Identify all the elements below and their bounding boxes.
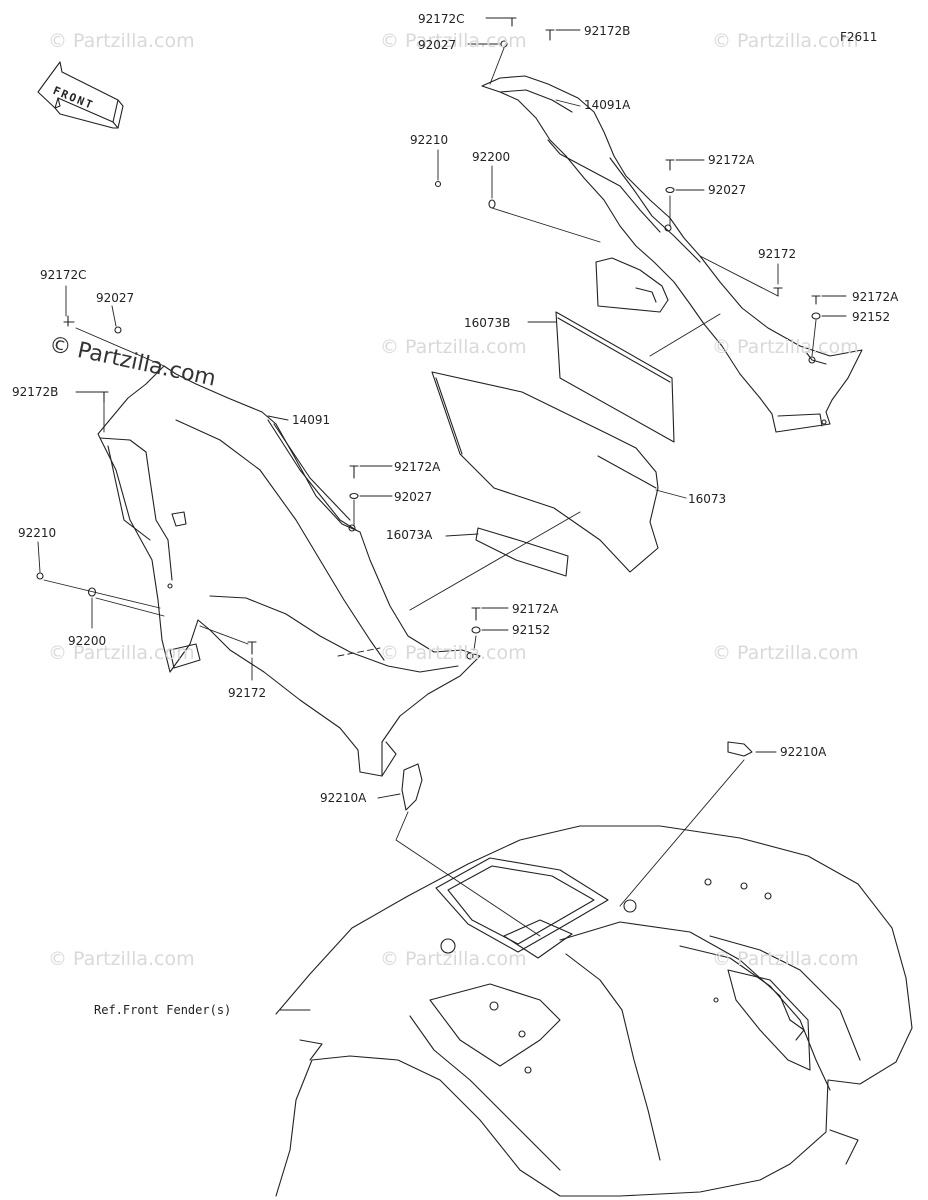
part-label: 92210 — [410, 133, 449, 147]
part-label: 92210A — [780, 745, 827, 759]
part-label: 92210 — [18, 526, 57, 540]
clip-92210A-left-shape — [401, 763, 423, 811]
watermark-faint: © Partzilla.com — [48, 948, 195, 970]
part-label: 92172A — [708, 153, 755, 167]
watermark-faint: © Partzilla.com — [380, 948, 527, 970]
pad-16073B-shape — [555, 311, 675, 443]
part-label: 92172 — [758, 247, 797, 261]
part-label: 14091 — [292, 413, 331, 427]
part-label: 16073 — [688, 492, 727, 506]
part-label: 92027 — [96, 291, 135, 305]
part-label: 92027 — [418, 38, 457, 52]
part-label: 92172A — [852, 290, 899, 304]
reference-label: Ref.Front Fender(s) — [94, 1003, 232, 1017]
clip-92210A-right-shape — [727, 741, 753, 757]
part-label: 92027 — [394, 490, 433, 504]
cover-14091-shape — [97, 365, 481, 777]
watermark-faint: © Partzilla.com — [48, 30, 195, 52]
front-fender-shape — [275, 825, 913, 1197]
watermark-faint: © Partzilla.com — [380, 30, 527, 52]
front-arrow-icon — [37, 61, 124, 129]
figure-code: F2611 — [840, 30, 878, 44]
fastener-icons — [36, 17, 821, 655]
part-label: 92210A — [320, 791, 367, 805]
part-label: 92172A — [512, 602, 559, 616]
part-label: 16073A — [386, 528, 433, 542]
part-label: 92200 — [68, 634, 107, 648]
part-label: 92152 — [512, 623, 551, 637]
part-label: 92172C — [418, 12, 465, 26]
watermark-faint: © Partzilla.com — [48, 642, 195, 664]
part-label: 92172B — [584, 24, 631, 38]
part-label: 92172B — [12, 385, 59, 399]
part-label: 14091A — [584, 98, 631, 112]
watermark-faint: © Partzilla.com — [712, 642, 859, 664]
part-label: 92172 — [228, 686, 267, 700]
watermark-faint: © Partzilla.com — [712, 336, 859, 358]
part-label: 92200 — [472, 150, 511, 164]
part-label: 92172C — [40, 268, 87, 282]
cover-14091A-shape — [481, 75, 863, 433]
part-label: 92172A — [394, 460, 441, 474]
watermark-faint: © Partzilla.com — [712, 30, 859, 52]
watermark-faint: © Partzilla.com — [712, 948, 859, 970]
part-label: 92027 — [708, 183, 747, 197]
part-label: 92152 — [852, 310, 891, 324]
leader-lines — [37, 17, 847, 1011]
watermark-faint: © Partzilla.com — [380, 642, 527, 664]
part-label: 16073B — [464, 316, 511, 330]
watermark-faint: © Partzilla.com — [380, 336, 527, 358]
pad-16073-shape — [431, 371, 659, 573]
strip-16073A-shape — [475, 527, 569, 577]
